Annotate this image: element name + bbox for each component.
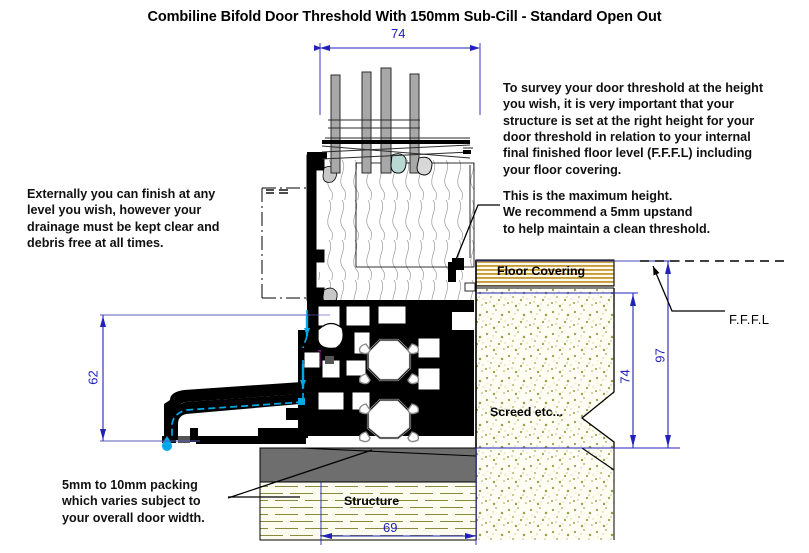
label-fffl: F.F.F.L: [729, 312, 770, 327]
dimension-left-62: [100, 314, 310, 442]
dimension-right-74-arrows: [630, 294, 636, 447]
screed-layer: [475, 287, 615, 540]
water-droplet-icon: [162, 436, 172, 451]
label-screed: Screed etc...: [490, 405, 564, 419]
structure-layer: [259, 481, 477, 541]
note-survey-height: To survey your door threshold at the hei…: [503, 81, 764, 177]
dimension-top-74-arrows: [320, 45, 480, 51]
thermal-break-chambers: [358, 338, 420, 443]
dimension-right-97-arrows: [665, 262, 671, 447]
drainage-arrows: [300, 316, 310, 388]
dimension-label-left-62: 62: [85, 370, 101, 385]
dimension-bottom-69: [320, 448, 477, 545]
floor-covering-layer: [475, 259, 615, 287]
dimension-top-74: [314, 43, 481, 115]
note-external-finish: Externally you can finish at any level y…: [27, 187, 220, 251]
dimension-left-62-arrows: [100, 316, 106, 440]
external-finish-hatch: [266, 189, 288, 194]
page-title: Combiline Bifold Door Threshold With 150…: [147, 9, 662, 25]
dimension-label-right-97: 97: [652, 348, 668, 363]
dimension-label-bottom-69: 69: [383, 520, 398, 535]
door-panel-section: [306, 67, 476, 305]
dimension-right-74: [476, 292, 680, 449]
guide-lines: [103, 260, 640, 442]
note-maximum-height: This is the maximum height. We recommend…: [503, 189, 711, 236]
threshold-profile: [286, 300, 474, 443]
max-height-leader: [454, 204, 500, 263]
dimension-bottom-69-arrows: [321, 533, 476, 539]
label-floor-covering: Floor Covering: [497, 264, 586, 278]
dimension-label-right-74: 74: [617, 369, 633, 384]
drain-outlet: [298, 398, 305, 405]
external-finish-zone: [261, 187, 308, 299]
packing-leader: [227, 449, 373, 499]
note-packing: 5mm to 10mm packing which varies subject…: [62, 478, 205, 525]
dimension-label-top-74: 74: [391, 26, 406, 41]
fffl-leader: [652, 265, 725, 312]
label-structure: Structure: [344, 494, 400, 508]
sub-cill-profile: [160, 382, 308, 444]
